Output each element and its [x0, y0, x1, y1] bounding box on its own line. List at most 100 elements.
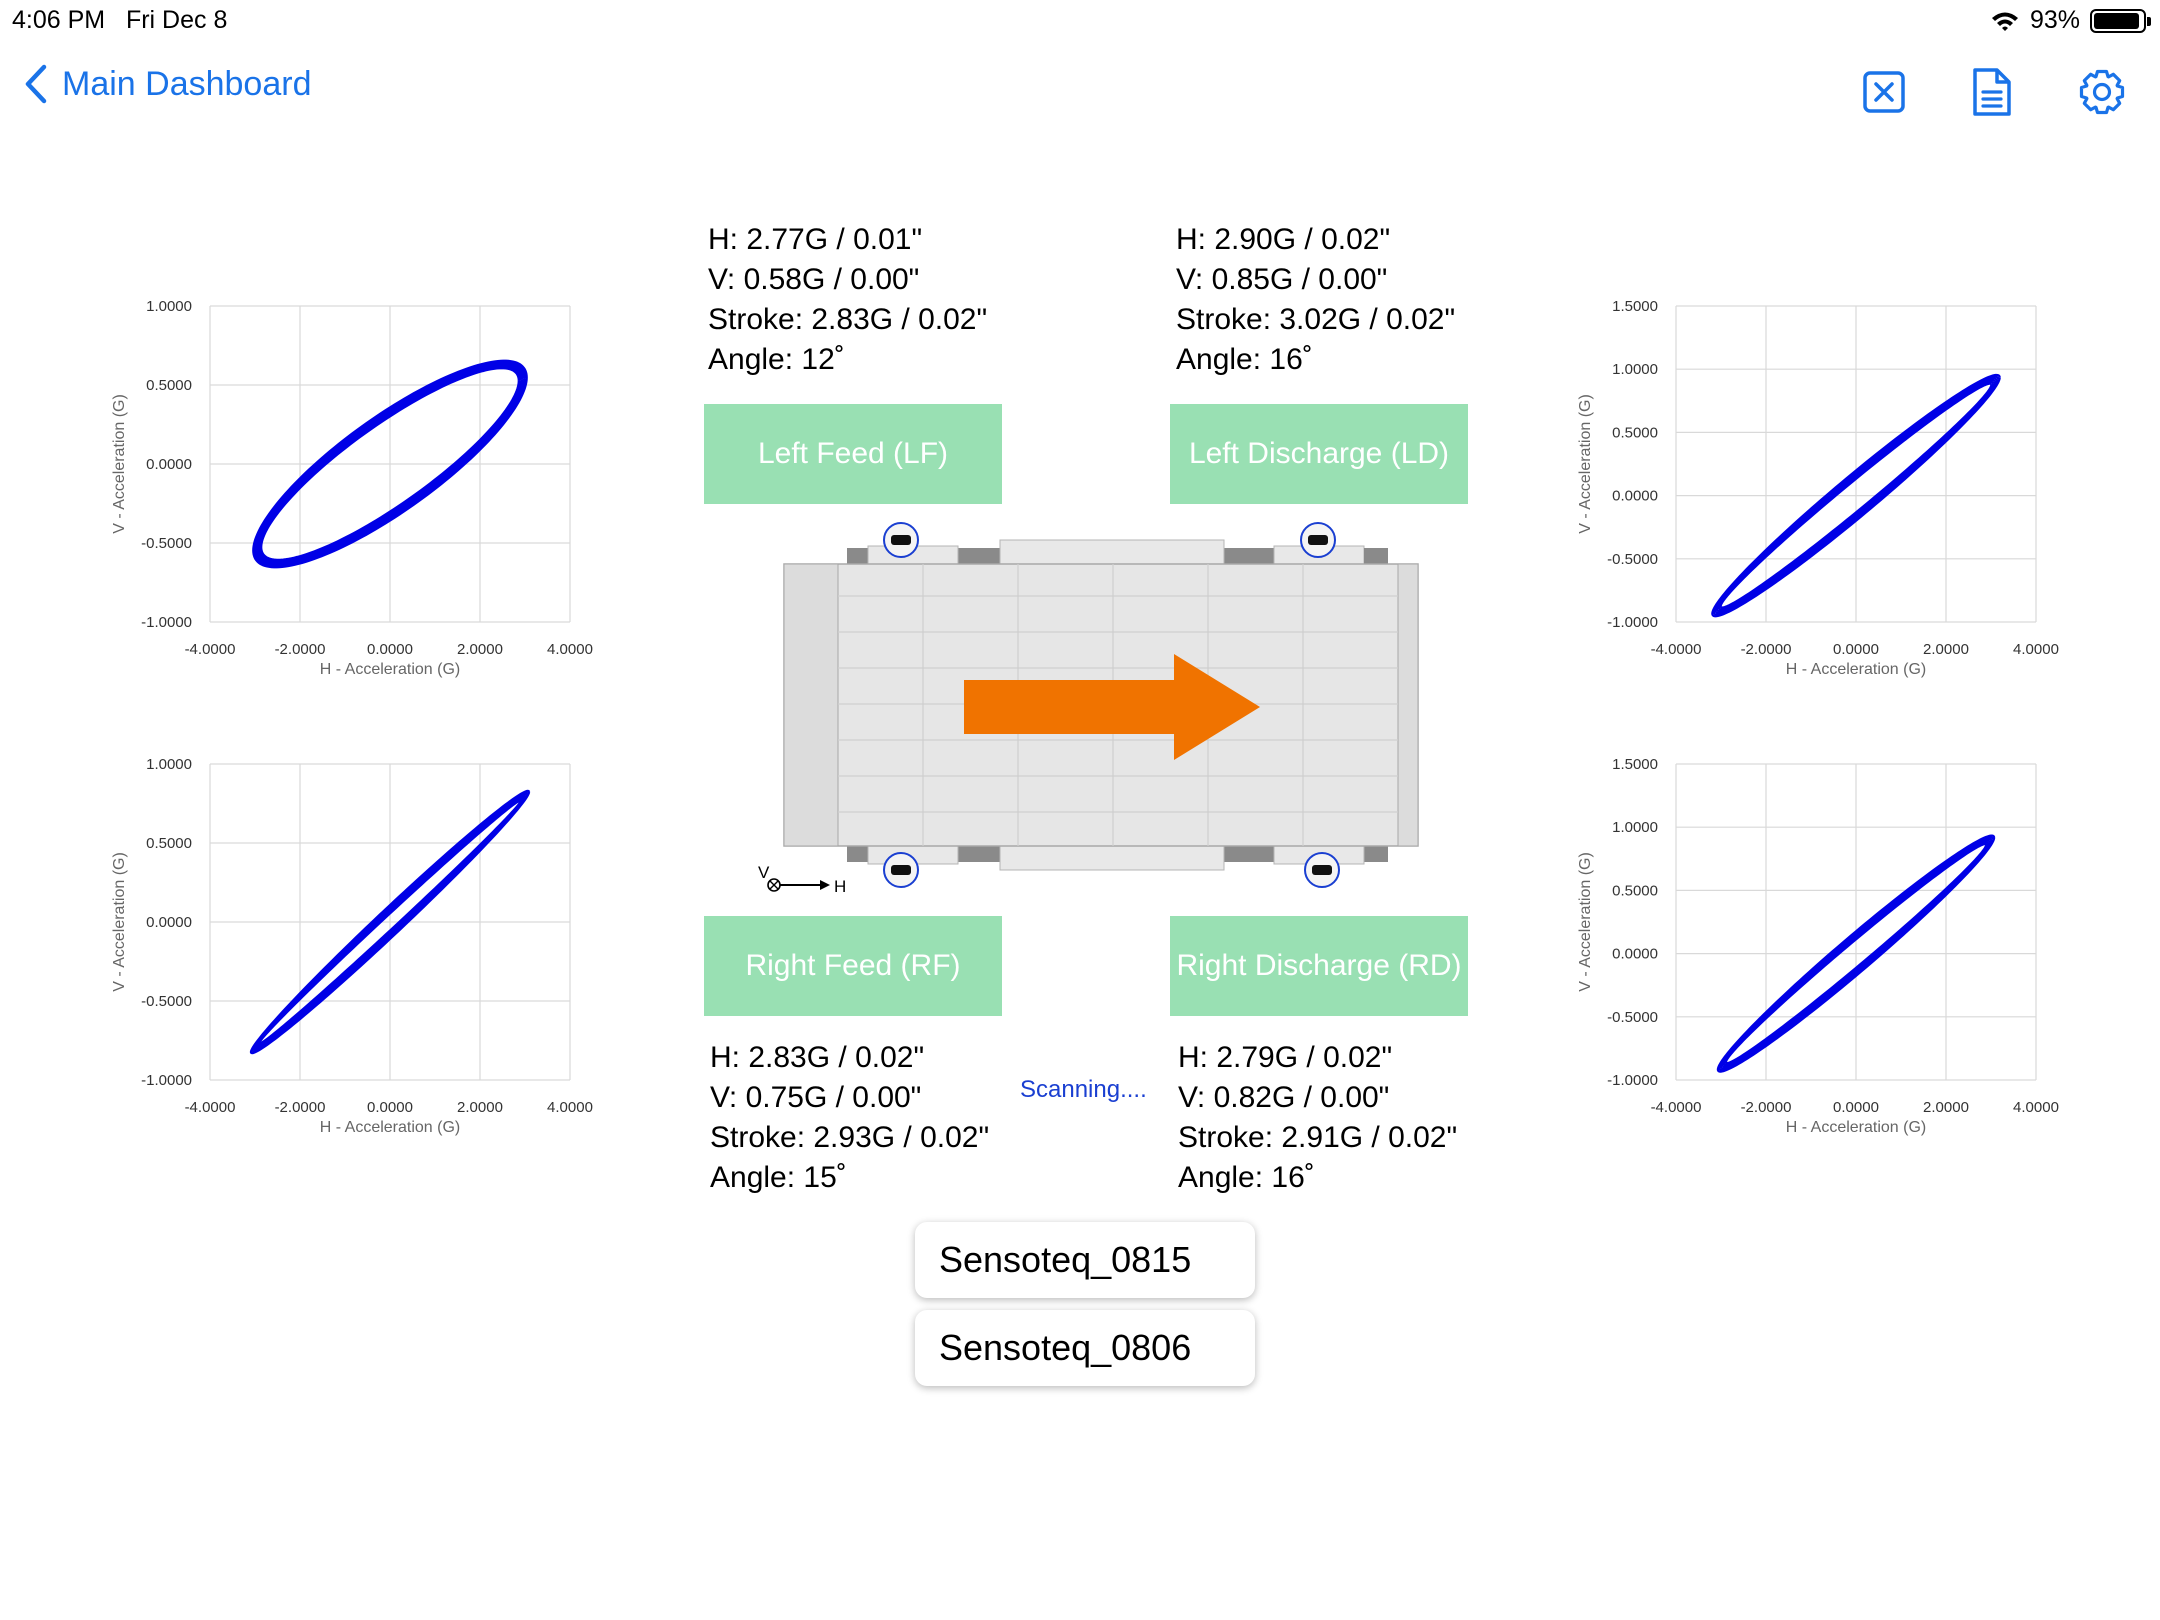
back-button[interactable]: Main Dashboard	[24, 64, 311, 104]
x-axis-label: H - Acceleration (G)	[320, 661, 460, 678]
y-tick-label: 1.0000	[146, 756, 192, 773]
chart-grid	[1675, 763, 2037, 1081]
sensor-marker-rd	[1304, 852, 1340, 888]
orbit-trace	[1711, 373, 2001, 618]
orbit-loop	[260, 367, 520, 561]
orbit-trace	[1716, 834, 1996, 1073]
y-tick-label: -1.0000	[141, 614, 192, 631]
x-tick-label: -2.0000	[275, 1099, 326, 1116]
settings-button[interactable]	[2072, 62, 2132, 122]
battery-tip	[2147, 16, 2151, 26]
battery-percent: 93%	[2029, 6, 2080, 34]
left-feed-button[interactable]: Left Feed (LF)	[704, 404, 1002, 504]
x-tick-label: -4.0000	[185, 641, 236, 658]
x-tick-label: -4.0000	[1651, 641, 1702, 658]
x-axis-label: H - Acceleration (G)	[1786, 1119, 1926, 1136]
reading-rf-angle: Angle: 15˚	[710, 1161, 847, 1194]
y-tick-label: 0.5000	[146, 835, 192, 852]
orbit-loop	[256, 364, 524, 564]
axis-legend-v: V	[758, 863, 770, 882]
x-tick-label: 4.0000	[2013, 1099, 2059, 1116]
reading-rd-v: V: 0.82G / 0.00"	[1178, 1081, 1390, 1114]
orbit-loop	[1711, 373, 2001, 618]
chart-grid	[1675, 305, 2037, 623]
orbit-loop	[253, 361, 527, 567]
reading-rf-h: H: 2.83G / 0.02"	[710, 1041, 925, 1074]
orbit-trace	[252, 359, 528, 569]
reading-ld: H: 2.90G / 0.02" V: 0.85G / 0.00" Stroke…	[1176, 220, 1455, 380]
y-tick-label: 1.0000	[146, 298, 192, 315]
x-tick-label: -4.0000	[1651, 1099, 1702, 1116]
chart-grid	[209, 763, 571, 1081]
gear-icon	[2079, 69, 2125, 115]
y-tick-label: 1.5000	[1612, 756, 1658, 773]
y-tick-label: -0.5000	[1607, 1009, 1658, 1026]
reading-rd-h: H: 2.79G / 0.02"	[1178, 1041, 1393, 1074]
report-button[interactable]	[1962, 62, 2022, 122]
orbit-loop	[249, 789, 531, 1055]
y-tick-label: 0.0000	[1612, 946, 1658, 963]
reading-lf-v: V: 0.58G / 0.00"	[708, 263, 920, 296]
feed-end	[783, 563, 839, 847]
x-tick-label: 0.0000	[367, 641, 413, 658]
reading-lf-h: H: 2.77G / 0.01"	[708, 223, 923, 256]
bottom-center-plate	[999, 843, 1225, 871]
y-tick-label: -0.5000	[141, 993, 192, 1010]
back-button-label: Main Dashboard	[62, 64, 312, 103]
orbit-loop	[252, 359, 528, 569]
right-discharge-button[interactable]: Right Discharge (RD)	[1170, 916, 1468, 1016]
orbit-loop	[1716, 834, 1996, 1073]
device-button-0[interactable]: Sensoteq_0815	[915, 1222, 1255, 1298]
reading-lf-stroke: Stroke: 2.83G / 0.02"	[708, 303, 988, 336]
top-rail-end	[1364, 548, 1388, 564]
left-discharge-button[interactable]: Left Discharge (LD)	[1170, 404, 1468, 504]
right-discharge-label: Right Discharge (RD)	[1176, 949, 1462, 982]
device-button-1[interactable]: Sensoteq_0806	[915, 1310, 1255, 1386]
discharge-end	[1397, 563, 1419, 847]
x-axis-label: H - Acceleration (G)	[1786, 661, 1926, 678]
y-tick-label: -0.5000	[1607, 551, 1658, 568]
x-axis-label: H - Acceleration (G)	[320, 1119, 460, 1136]
x-tick-label: 4.0000	[547, 641, 593, 658]
reading-ld-h: H: 2.90G / 0.02"	[1176, 223, 1391, 256]
document-icon	[1973, 68, 2011, 116]
x-tick-label: 0.0000	[367, 1099, 413, 1116]
orbit-chart-lf: -4.0000 -2.0000 0.0000 2.0000 4.0000 -1.0000 -…	[111, 298, 593, 678]
y-axis-label: V - Acceleration (G)	[1577, 852, 1594, 992]
sensor-marker-rf	[883, 852, 919, 888]
machine-diagram: V H	[758, 522, 1419, 896]
scanning-status: Scanning....	[1020, 1076, 1147, 1103]
reading-rf-v: V: 0.75G / 0.00"	[710, 1081, 922, 1114]
reading-rf-stroke: Stroke: 2.93G / 0.02"	[710, 1121, 990, 1154]
y-tick-label: 0.5000	[1612, 424, 1658, 441]
reading-ld-v: V: 0.85G / 0.00"	[1176, 263, 1388, 296]
right-feed-button[interactable]: Right Feed (RF)	[704, 916, 1002, 1016]
flow-arrow-icon	[964, 654, 1260, 760]
status-time-text: 4:06 PM	[12, 6, 106, 34]
x-tick-label: -4.0000	[185, 1099, 236, 1116]
orbit-loop	[1712, 375, 2000, 616]
status-date-text: Fri Dec 8	[125, 6, 228, 34]
left-discharge-label: Left Discharge (LD)	[1188, 437, 1450, 470]
axis-legend-h: H	[834, 877, 846, 896]
y-tick-label: -0.5000	[141, 535, 192, 552]
y-tick-label: 1.0000	[1612, 361, 1658, 378]
y-tick-label: 0.0000	[1612, 488, 1658, 505]
y-tick-label: -1.0000	[1607, 614, 1658, 631]
y-axis-label: V - Acceleration (G)	[111, 852, 128, 992]
orbit-trace	[249, 789, 531, 1055]
close-button[interactable]	[1854, 62, 1914, 122]
y-tick-label: 1.0000	[1612, 819, 1658, 836]
y-tick-label: 0.5000	[146, 377, 192, 394]
wifi-icon	[1991, 12, 2018, 31]
x-tick-label: -2.0000	[275, 641, 326, 658]
x-tick-label: 2.0000	[457, 641, 503, 658]
sensor-marker-ld	[1300, 522, 1336, 558]
y-tick-label: -1.0000	[1607, 1072, 1658, 1089]
x-tick-label: 2.0000	[457, 1099, 503, 1116]
x-tick-label: 2.0000	[1923, 641, 1969, 658]
y-axis-label: V - Acceleration (G)	[1577, 394, 1594, 534]
reading-ld-angle: Angle: 16˚	[1176, 343, 1313, 376]
x-tick-label: 4.0000	[547, 1099, 593, 1116]
